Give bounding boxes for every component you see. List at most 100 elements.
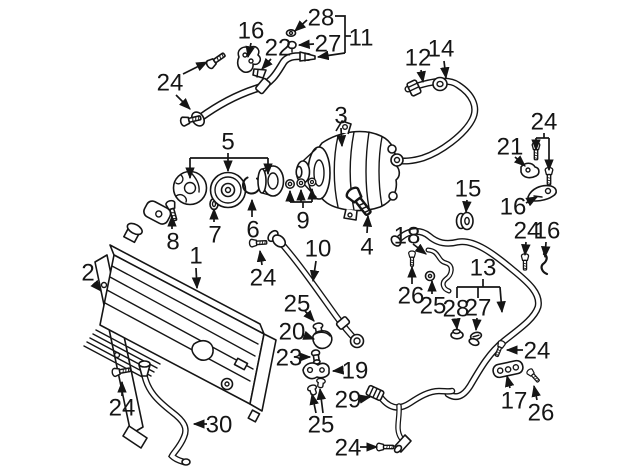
leader-19 bbox=[331, 365, 345, 375]
pipe-end-cap bbox=[390, 235, 402, 247]
hose-clip bbox=[252, 68, 267, 79]
bracket-screw bbox=[525, 367, 542, 385]
callout-27: 27 bbox=[465, 295, 492, 322]
clamp-nut bbox=[424, 270, 436, 282]
leader-24 bbox=[175, 94, 191, 110]
compressor-lug bbox=[388, 191, 398, 201]
bracket-plate bbox=[302, 362, 330, 380]
callout-19: 19 bbox=[342, 358, 369, 385]
callout-6: 6 bbox=[246, 217, 259, 244]
hose-union-fitting bbox=[365, 384, 385, 402]
radiator-drain-hole bbox=[224, 381, 230, 387]
leader-10 bbox=[309, 260, 320, 283]
callout-9: 9 bbox=[296, 208, 309, 235]
valve-core bbox=[310, 349, 321, 365]
radiator-bracket-foot bbox=[122, 425, 148, 449]
hose-elbow bbox=[271, 234, 287, 248]
leader-20 bbox=[302, 330, 316, 340]
mount-bolt bbox=[375, 442, 395, 452]
radiator-assembly bbox=[83, 200, 277, 449]
mount-bolt bbox=[204, 49, 228, 71]
radiator-tab bbox=[233, 357, 249, 371]
leader-25 bbox=[316, 387, 327, 414]
small-ring bbox=[285, 28, 297, 37]
callout-29: 29 bbox=[335, 387, 362, 414]
callout-7: 7 bbox=[208, 222, 221, 249]
pipe-clip bbox=[468, 337, 480, 347]
callout-16: 16 bbox=[238, 18, 265, 45]
leader-14 bbox=[440, 60, 450, 80]
clutch-pulley bbox=[209, 171, 247, 209]
callout-16: 16 bbox=[534, 218, 561, 245]
callout-4: 4 bbox=[360, 234, 373, 261]
compressor bbox=[295, 120, 401, 221]
callout-11: 11 bbox=[349, 25, 374, 52]
leader-17 bbox=[504, 374, 515, 389]
callout-24: 24 bbox=[524, 338, 551, 365]
leader-15 bbox=[462, 199, 472, 214]
callout-24: 24 bbox=[514, 218, 541, 245]
callout-28: 28 bbox=[308, 5, 335, 32]
compressor-front-hub bbox=[313, 159, 325, 187]
callout-3: 3 bbox=[334, 103, 347, 130]
callout-22: 22 bbox=[265, 35, 292, 62]
leader-4 bbox=[362, 214, 373, 234]
leader-12 bbox=[416, 69, 426, 84]
compressor-lug bbox=[387, 144, 397, 154]
callout-2: 2 bbox=[81, 260, 94, 287]
callout-16: 16 bbox=[500, 194, 527, 221]
leader-1 bbox=[191, 267, 202, 290]
leader-16 bbox=[245, 42, 255, 59]
leader-24 bbox=[256, 249, 267, 266]
grommet bbox=[460, 211, 474, 231]
callout-21: 21 bbox=[497, 134, 524, 161]
leader-28 bbox=[294, 19, 308, 32]
hose-ferrule bbox=[255, 77, 271, 95]
leader-24 bbox=[182, 61, 209, 75]
callout-17: 17 bbox=[501, 388, 528, 415]
leader-24 bbox=[521, 241, 531, 257]
clutch-set bbox=[164, 165, 376, 223]
radiator-filler-neck bbox=[123, 222, 143, 244]
liquid-hose bbox=[248, 229, 365, 349]
suction-hose bbox=[390, 76, 479, 167]
bottom-hose-assembly bbox=[365, 384, 456, 454]
callout-15: 15 bbox=[455, 176, 482, 203]
leader-27 bbox=[297, 39, 315, 50]
service-cap bbox=[450, 328, 464, 340]
callout-26: 26 bbox=[398, 283, 425, 310]
compressor-bottom-lug bbox=[343, 208, 358, 221]
callout-24: 24 bbox=[335, 435, 362, 462]
bracket-bolt bbox=[544, 166, 554, 186]
callout-26: 26 bbox=[528, 400, 555, 427]
leader-27 bbox=[472, 317, 482, 332]
callout-24: 24 bbox=[531, 109, 558, 136]
radiator-foot bbox=[247, 409, 261, 423]
callout-30: 30 bbox=[206, 412, 233, 439]
leader-18 bbox=[412, 243, 427, 255]
callout-10: 10 bbox=[305, 236, 332, 263]
callout-25: 25 bbox=[308, 412, 335, 439]
compressor-shaft bbox=[295, 165, 303, 179]
leader-16 bbox=[540, 241, 551, 259]
radiator-right-tank bbox=[249, 333, 277, 412]
leader-3 bbox=[336, 127, 347, 148]
valve-small-parts bbox=[302, 321, 333, 397]
clamp-screw bbox=[408, 250, 416, 267]
callout-5: 5 bbox=[221, 129, 234, 156]
callout-24: 24 bbox=[109, 395, 136, 422]
o-ring bbox=[284, 178, 296, 190]
hose-end-fitting bbox=[349, 333, 365, 349]
leader-13 bbox=[496, 286, 506, 314]
hose-ferrule bbox=[335, 316, 351, 330]
pressure-switch-cap bbox=[312, 330, 333, 350]
leader-2 bbox=[90, 279, 102, 292]
callout-23: 23 bbox=[276, 345, 303, 372]
callout-18: 18 bbox=[394, 223, 421, 250]
callout-8: 8 bbox=[166, 229, 179, 256]
leader-22 bbox=[261, 57, 273, 70]
o-ring bbox=[296, 178, 306, 188]
pipe-end bbox=[181, 458, 191, 466]
callout-13: 13 bbox=[470, 255, 497, 282]
